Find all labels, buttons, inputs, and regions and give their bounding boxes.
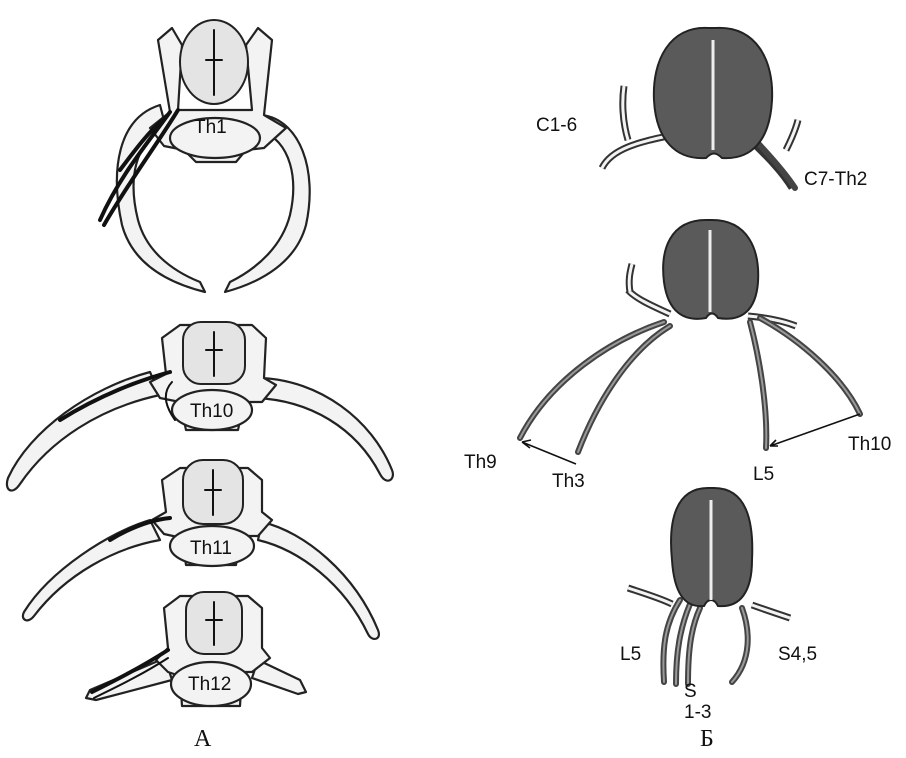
arrow-th10 [770,414,860,446]
thoracic-l5-branch [750,322,766,448]
label-s4-5: S4,5 [778,644,817,665]
thoracic-segment: Th9 Th3 L5 Th10 [464,220,891,492]
label-l5-thoracic: L5 [753,464,774,485]
th11-right-rib [258,522,379,639]
panel-b-caption: Б [700,726,714,752]
label-c7-th2: C7-Th2 [804,169,867,190]
sacral-segment: L5 S 1-3 S4,5 [620,488,817,723]
label-l5-sacral: L5 [620,644,641,665]
label-s1-3: 1-3 [684,702,711,723]
th10-left-rib [7,372,160,491]
label-th12: Th12 [188,674,231,695]
thoracic-th3-branch [578,326,670,452]
label-th10-thoracic: Th10 [848,434,891,455]
label-th10: Th10 [190,401,233,422]
vertebra-th12: Th12 [86,592,306,706]
label-th1: Th1 [194,117,227,138]
th10-right-rib [255,378,393,481]
th11-left-rib [23,520,160,620]
vertebra-th1: Th1 [100,20,310,292]
label-th3: Th3 [552,471,585,492]
panel-a-caption: А [194,726,212,752]
label-th11: Th11 [190,538,232,559]
label-th9: Th9 [464,452,497,473]
label-c1-6: C1-6 [536,115,577,136]
cervical-left-root [602,135,672,168]
panel-a: Th1 Th10 Th11 [7,20,393,752]
panel-b: C1-6 C7-Th2 Th9 Th3 L5 Th10 [464,28,891,752]
arrow-th9 [522,440,576,464]
label-s: S [684,681,697,702]
thoracic-th10-branch [760,318,860,414]
cervical-segment: C1-6 C7-Th2 [536,28,867,190]
